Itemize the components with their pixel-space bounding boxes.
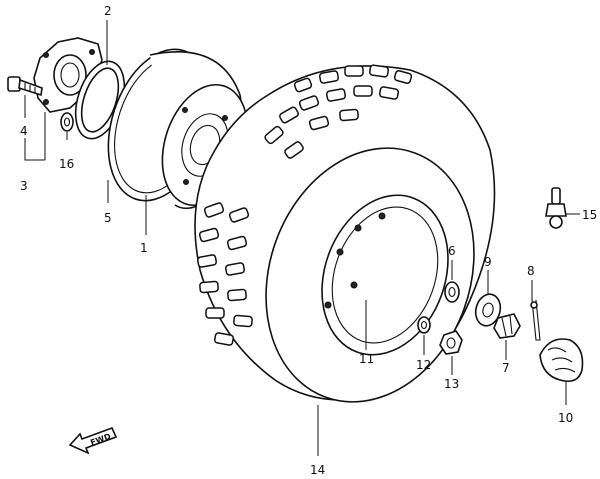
nut-13 — [439, 330, 463, 355]
callout-9: 9 — [484, 255, 492, 269]
castle-nut — [493, 313, 521, 339]
callout-1: 1 — [140, 241, 148, 255]
cotter-pin — [530, 299, 541, 341]
callout-4: 4 — [20, 124, 28, 138]
small-washer — [60, 112, 74, 132]
callout-6: 6 — [448, 244, 456, 258]
tire-valve — [545, 187, 567, 229]
washer-6 — [444, 281, 460, 303]
callout-10: 10 — [558, 411, 573, 425]
tread-pattern — [196, 64, 413, 346]
callout-11: 11 — [359, 352, 374, 366]
washer-9 — [474, 293, 502, 327]
wheel-cap — [539, 338, 584, 383]
tire — [194, 64, 496, 403]
callout-8: 8 — [527, 264, 535, 278]
fwd-arrow: FWD — [68, 426, 118, 455]
callout-5: 5 — [104, 211, 112, 225]
bolt — [7, 76, 43, 97]
callout-14: 14 — [310, 463, 325, 477]
leader-lines — [24, 20, 580, 456]
callout-16: 16 — [59, 157, 74, 171]
callout-15: 15 — [582, 208, 597, 222]
callout-3: 3 — [20, 179, 28, 193]
callout-7: 7 — [502, 361, 510, 375]
washer-12 — [417, 316, 431, 334]
callout-13: 13 — [444, 377, 459, 391]
callout-2: 2 — [104, 4, 112, 18]
fwd-label: FWD — [89, 432, 112, 448]
callout-labels: 1 2 3 4 5 6 7 8 9 10 11 12 13 14 15 16 — [20, 4, 597, 477]
callout-12: 12 — [416, 358, 431, 372]
